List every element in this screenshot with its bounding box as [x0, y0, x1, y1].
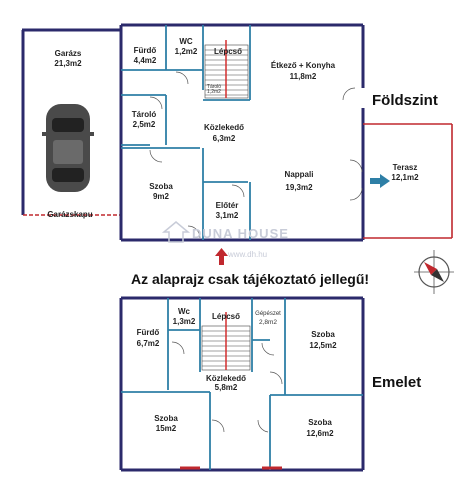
upper-floor-label: Emelet	[372, 374, 421, 391]
storage-small-area: 1,2m2	[207, 89, 221, 95]
upper-room-left-name: Szoba	[154, 414, 178, 423]
ground-doors	[149, 71, 363, 239]
upper-stairs	[201, 312, 251, 371]
dining-kitchen-name: Étkező + Konyha	[271, 61, 336, 70]
watermark-url: www.dh.hu	[227, 250, 267, 259]
living-area: 19,3m2	[285, 183, 313, 192]
terrace-name: Terasz	[393, 163, 418, 172]
hallway-name: Közlekedő	[204, 123, 244, 132]
upper-bathroom-area: 6,7m2	[137, 339, 160, 348]
garage-door-label: Garázskapu	[47, 210, 92, 219]
wc-name: WC	[179, 37, 193, 46]
storage-area: 2,5m2	[133, 120, 156, 129]
upper-stairs-name: Lépcső	[212, 312, 240, 321]
storage-name: Tároló	[132, 110, 157, 119]
upper-wc-name: Wc	[178, 307, 191, 316]
upper-hallway-area: 5,8m2	[215, 383, 238, 392]
upper-floor: Fürdő 6,7m2 Wc 1,3m2 Lépcső Gépészet 2,8…	[119, 296, 421, 472]
bathroom-name: Fürdő	[134, 46, 157, 55]
ground-floor: Garázs 21,3m2 Garázskapu Fürdő 4,4m2 WC …	[21, 23, 453, 265]
garage-area: 21,3m2	[54, 59, 82, 68]
watermark-logo-icon	[161, 221, 191, 243]
dining-kitchen-area: 11,8m2	[290, 72, 317, 81]
bathroom-area: 4,4m2	[134, 56, 157, 65]
entry-name: Előtér	[216, 201, 239, 210]
upper-doors	[171, 341, 283, 433]
storage-small-name: Tároló	[207, 84, 221, 90]
car-icon	[42, 104, 94, 192]
upper-floor-walls	[119, 296, 365, 472]
disclaimer-notice: Az alaprajz csak tájékoztató jellegű!	[131, 271, 369, 287]
terrace	[363, 123, 453, 239]
garage-name: Garázs	[55, 49, 82, 58]
wc-area: 1,2m2	[175, 47, 198, 56]
ground-floor-walls	[119, 23, 365, 242]
ground-floor-partitions	[121, 25, 251, 240]
upper-floor-partitions	[121, 298, 363, 470]
stairs-name: Lépcső	[214, 47, 242, 56]
room-name: Szoba	[149, 182, 173, 191]
upper-hallway-name: Közlekedő	[206, 374, 246, 383]
entry-area: 3,1m2	[216, 211, 239, 220]
ground-stairs	[204, 40, 249, 99]
upper-room-bottom-right-name: Szoba	[308, 418, 332, 427]
machine-room-area: 2,8m2	[259, 319, 277, 326]
upper-room-bottom-right-area: 12,6m2	[306, 429, 334, 438]
terrace-area: 12,1m2	[391, 173, 419, 182]
hallway-area: 6,3m2	[213, 134, 236, 143]
upper-room-right-area: 12,5m2	[309, 341, 337, 350]
ground-floor-label: Földszint	[372, 92, 438, 109]
watermark-brand: DUNA HOUSE	[192, 226, 289, 241]
compass-icon	[414, 250, 454, 294]
machine-room-name: Gépészet	[255, 311, 281, 317]
garage	[21, 28, 121, 216]
upper-room-left-area: 15m2	[156, 424, 177, 433]
living-name: Nappali	[285, 170, 314, 179]
watermark: DUNA HOUSE www.dh.hu	[161, 221, 289, 259]
upper-bathroom-name: Fürdő	[137, 328, 160, 337]
room-area: 9m2	[153, 192, 170, 201]
upper-room-right-name: Szoba	[311, 330, 335, 339]
terrace-arrow-icon	[370, 174, 390, 188]
upper-wc-area: 1,3m2	[173, 317, 196, 326]
entrance-arrow-icon	[215, 248, 228, 265]
